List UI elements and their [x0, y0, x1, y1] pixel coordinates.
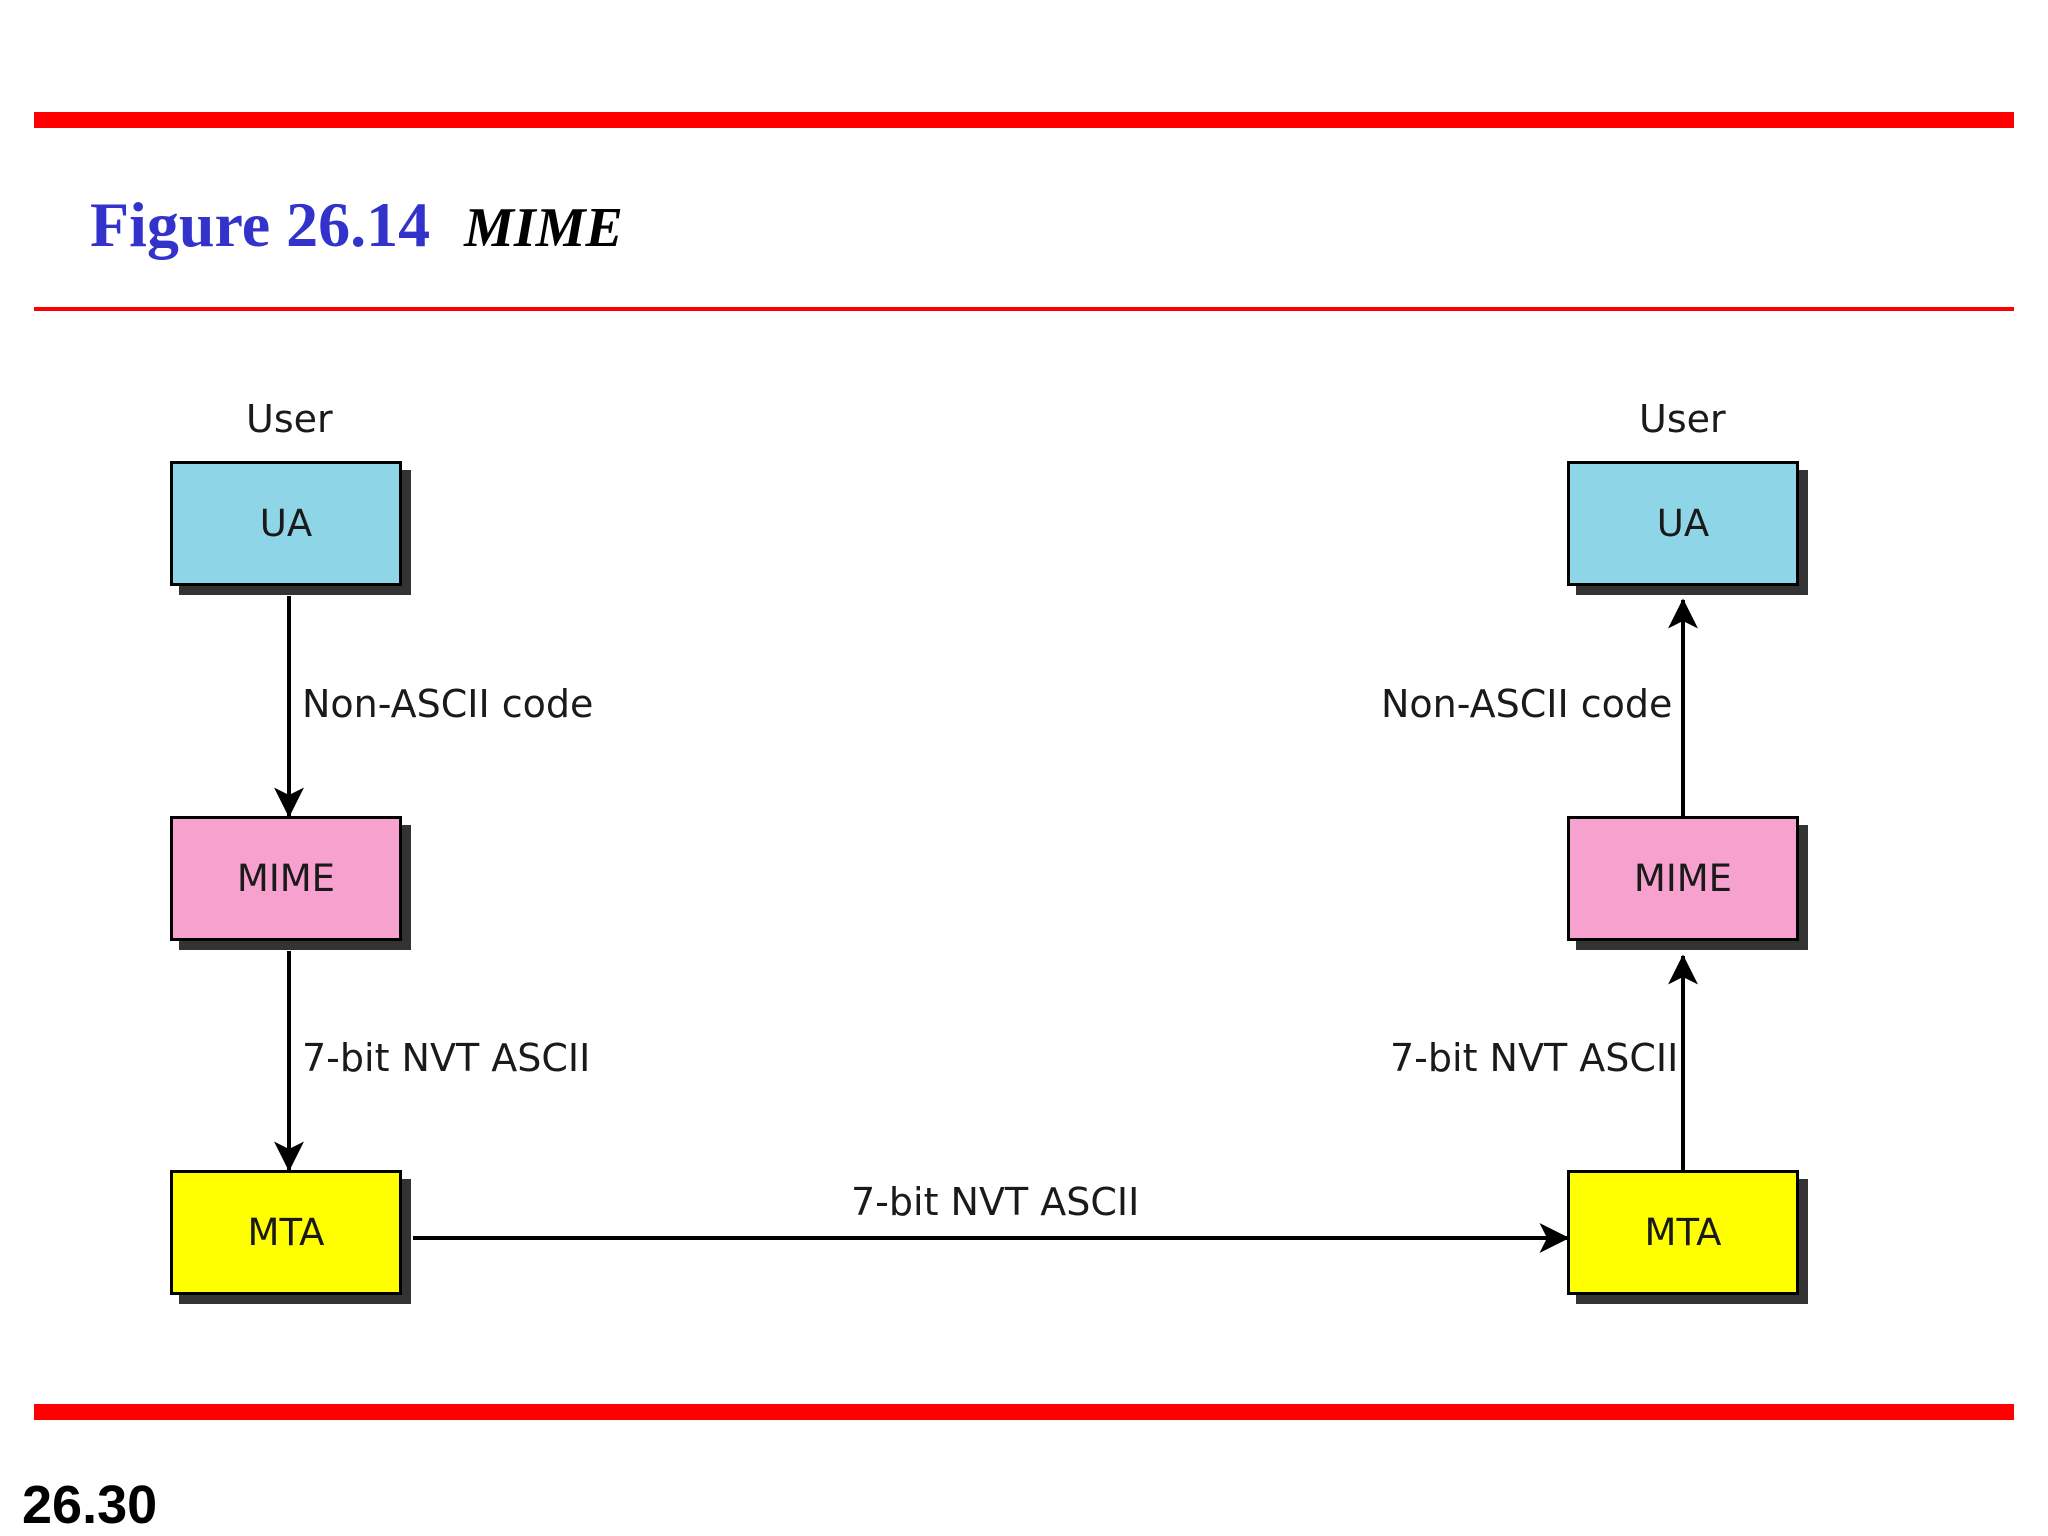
page-number: 26.30 [22, 1475, 158, 1535]
figure-title: Figure 26.14 MIME [90, 188, 623, 262]
receiver-user-label: User [1639, 397, 1726, 441]
receiver-mime-box: MIME [1567, 816, 1799, 941]
bottom-rule [34, 1404, 2014, 1420]
figure-caption: MIME [464, 197, 623, 259]
receiver-mime-ua-label: Non-ASCII code [1381, 682, 1673, 726]
transfer-label: 7-bit NVT ASCII [851, 1180, 1140, 1224]
sender-mime-box: MIME [170, 816, 402, 941]
sender-mta-box: MTA [170, 1170, 402, 1295]
sender-ua-box: UA [170, 461, 402, 586]
receiver-mta-text: MTA [1644, 1211, 1722, 1254]
receiver-mta-box: MTA [1567, 1170, 1799, 1295]
top-rule [34, 112, 2014, 128]
receiver-mta-mime-label: 7-bit NVT ASCII [1390, 1036, 1679, 1080]
receiver-ua-box: UA [1567, 461, 1799, 586]
receiver-ua-text: UA [1656, 502, 1710, 545]
sender-user-label: User [246, 397, 333, 441]
title-divider [34, 307, 2014, 311]
figure-label: Figure 26.14 [90, 189, 431, 260]
sender-mime-text: MIME [236, 857, 336, 900]
sender-ua-text: UA [259, 502, 313, 545]
receiver-mime-text: MIME [1633, 857, 1733, 900]
sender-mta-text: MTA [247, 1211, 325, 1254]
sender-ua-mime-label: Non-ASCII code [302, 682, 594, 726]
sender-mime-mta-label: 7-bit NVT ASCII [302, 1036, 591, 1080]
